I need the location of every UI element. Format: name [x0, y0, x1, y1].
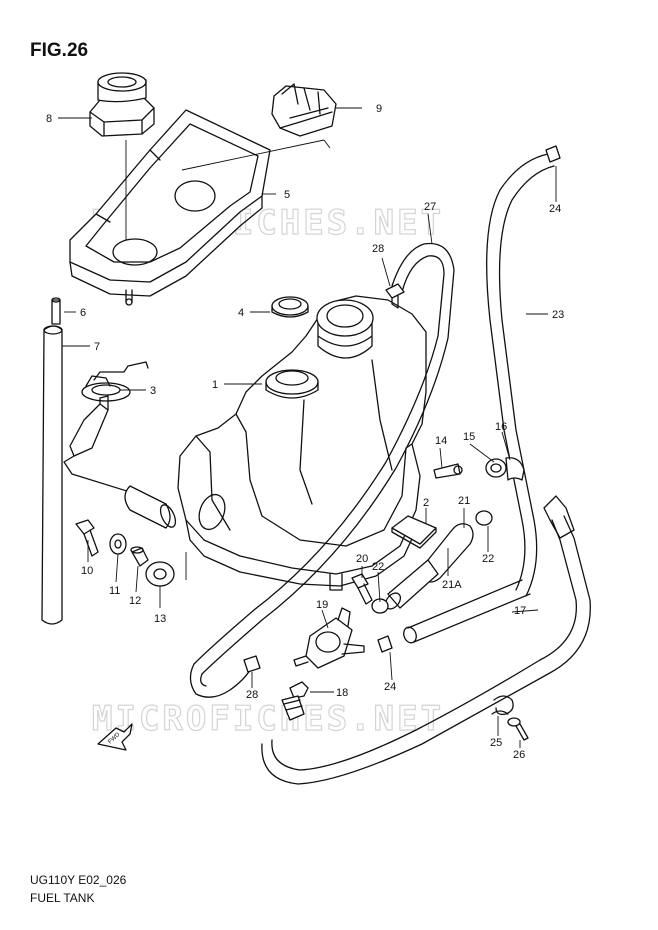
callout-20: 20: [356, 553, 368, 565]
part-7-breather-hose: [41, 325, 63, 625]
leader-lines: [58, 107, 557, 748]
callout-7: 7: [94, 341, 100, 353]
part-12-cushion: [130, 546, 149, 567]
callout-12: 12: [129, 595, 141, 607]
part-8-fuel-cap: [89, 72, 155, 137]
callout-1: 1: [212, 379, 218, 391]
part-28-clip-bottom: [243, 655, 261, 673]
callout-16: 16: [495, 421, 507, 433]
model-code: UG110Y E02_026: [30, 873, 127, 887]
part-6-clamp: [51, 297, 61, 325]
part-20-screw: [351, 573, 373, 605]
part-19-fuel-cock: [293, 607, 365, 669]
callout-2: 2: [423, 497, 429, 509]
part-26-screw: [507, 717, 529, 741]
part-15-clamp: [485, 458, 507, 478]
callout-11: 11: [109, 585, 120, 597]
part-13-grommet: [145, 561, 175, 587]
callout-28b: 28: [246, 689, 258, 701]
figure-title: FIG.26: [30, 40, 89, 61]
fwd-arrow-icon: FWD: [97, 723, 133, 751]
callout-27: 27: [424, 201, 436, 213]
callout-15: 15: [463, 431, 475, 443]
callout-22a: 22: [482, 553, 494, 565]
callout-21: 21: [458, 495, 470, 507]
callout-3: 3: [150, 385, 156, 397]
callout-21a: 21A: [442, 579, 462, 591]
part-2-pad: [391, 515, 437, 549]
part-24-clip-top: [545, 145, 561, 163]
callout-18: 18: [336, 687, 348, 699]
callout-19: 19: [316, 599, 328, 611]
part-22-clip-a: [475, 510, 493, 526]
callout-9: 9: [376, 103, 382, 115]
callout-13: 13: [154, 613, 166, 625]
callout-14: 14: [435, 435, 447, 447]
part-24-clip-bottom: [377, 635, 393, 653]
callout-24b: 24: [384, 681, 396, 693]
callout-22b: 22: [372, 561, 384, 573]
part-18-hose: [281, 681, 309, 721]
part-27-vent-hose: [189, 242, 455, 698]
part-11-washer: [109, 533, 127, 555]
part-28-clip-top: [385, 283, 405, 299]
part-25-spring-clip: [491, 695, 514, 716]
part-4-gasket: [271, 296, 309, 318]
callout-10: 10: [81, 565, 93, 577]
callout-24a: 24: [549, 203, 561, 215]
part-23-drain-hose: [486, 153, 555, 597]
callout-17: 17: [514, 605, 526, 617]
callout-5: 5: [284, 189, 290, 201]
callout-4: 4: [238, 307, 244, 319]
part-17-fuel-hose: [261, 495, 591, 785]
callout-6: 6: [80, 307, 86, 319]
part-14-fitting: [433, 463, 463, 479]
part-10-bolt: [75, 519, 99, 557]
section-name: FUEL TANK: [30, 891, 95, 905]
callout-25: 25: [490, 737, 502, 749]
callout-26: 26: [513, 749, 525, 761]
part-3-level-sender: [63, 361, 177, 529]
watermark-bottom: MICROFICHES.NET: [92, 699, 444, 739]
callout-labels: 8 9 5 4 1 3 6 7 10 11 12 13 27 28 23 24 …: [46, 103, 564, 761]
part-5-tank-tray: [69, 109, 271, 306]
part-1-fuel-tank: [177, 289, 427, 591]
part-16-hose: [505, 457, 525, 481]
callout-23: 23: [552, 309, 564, 321]
part-9-sender-cap: [271, 83, 337, 137]
callout-8: 8: [46, 113, 52, 125]
callout-28a: 28: [372, 243, 384, 255]
